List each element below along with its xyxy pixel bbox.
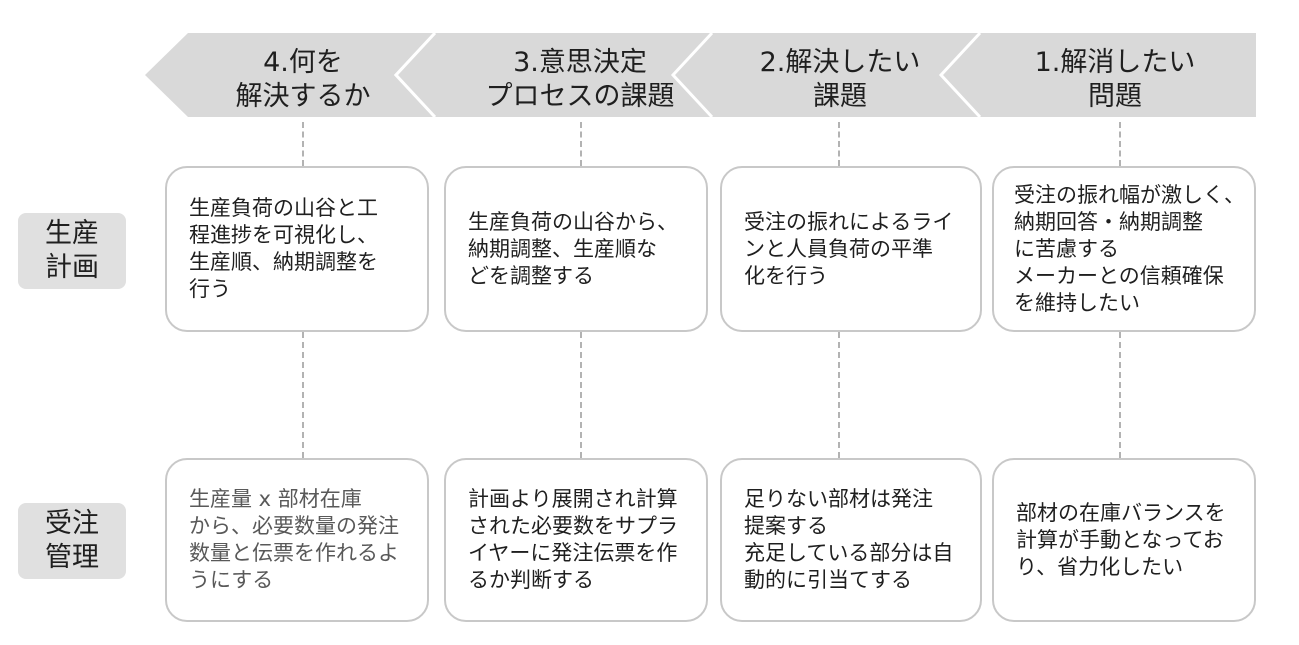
card-text: 生産量 x 部材在庫 から、必要数量の発注 数量と伝票を作れるよ うにする (189, 487, 399, 592)
arrow-segment-1 (941, 33, 1256, 117)
arrow-segment-3 (396, 33, 712, 117)
card-order-what-to-solve: 生産量 x 部材在庫 から、必要数量の発注 数量と伝票を作れるよ うにする (165, 458, 429, 622)
column-header-line: 解決するか (235, 81, 371, 112)
column-header-line: 課題 (813, 81, 867, 112)
column-header-line: 2.解決したい (759, 47, 921, 78)
row-label-order-management: 受注 管理 (18, 503, 126, 579)
card-production-issue-to-solve: 受注の振れによるライ ンと人員負荷の平準 化を行う (720, 166, 982, 332)
connector-line (580, 332, 582, 458)
column-header-line: プロセスの課題 (485, 81, 675, 112)
connector-line (1119, 332, 1121, 458)
connector-line (580, 122, 582, 166)
card-text: 足りない部材は発注 提案する 充足している部分は自 動的に引当てする (744, 487, 954, 592)
card-production-decision-issue: 生産負荷の山谷から、 納期調整、生産順な どを調整する (444, 166, 708, 332)
arrow-segment-4 (145, 33, 435, 117)
column-header-3: 3.意思決定 プロセスの課題 (440, 41, 720, 119)
column-header-line: 3.意思決定 (513, 47, 647, 78)
column-header-1: 1.解消したい 問題 (990, 41, 1240, 119)
card-text: 計画より展開され計算 された必要数をサプラ イヤーに発注伝票を作 るか判断する (468, 487, 678, 592)
connector-line (302, 122, 304, 166)
card-text: 受注の振れによるライ ンと人員負荷の平準 化を行う (744, 209, 954, 288)
card-text: 受注の振れ幅が激しく、 納期回答・納期調整 に苦慮する メーカーとの信頼確保 を… (1014, 182, 1245, 315)
column-header-line: 問題 (1088, 81, 1142, 112)
card-text: 生産負荷の山谷から、 納期調整、生産順な どを調整する (468, 209, 678, 288)
card-order-issue-to-solve: 足りない部材は発注 提案する 充足している部分は自 動的に引当てする (720, 458, 982, 622)
process-arrow-band (145, 31, 1256, 119)
card-text: 部材の在庫バランスを 計算が手動となってお り、省力化したい (1016, 500, 1226, 579)
column-header-4: 4.何を 解決するか (188, 41, 418, 119)
arrow-divider (938, 31, 982, 119)
connector-line (1119, 122, 1121, 166)
card-production-problem: 受注の振れ幅が激しく、 納期回答・納期調整 に苦慮する メーカーとの信頼確保 を… (992, 166, 1256, 332)
column-header-line: 4.何を (263, 47, 343, 78)
row-label-production-planning: 生産 計画 (18, 213, 126, 289)
arrow-divider (670, 31, 714, 119)
connector-line (838, 332, 840, 458)
column-header-line: 1.解消したい (1034, 47, 1196, 78)
arrow-divider (393, 31, 437, 119)
card-production-what-to-solve: 生産負荷の山谷と工 程進捗を可視化し、 生産順、納期調整を 行う (165, 166, 429, 332)
card-order-problem: 部材の在庫バランスを 計算が手動となってお り、省力化したい (992, 458, 1256, 622)
connector-line (838, 122, 840, 166)
connector-line (302, 332, 304, 458)
arrow-segment-2 (673, 33, 980, 117)
card-order-decision-issue: 計画より展開され計算 された必要数をサプラ イヤーに発注伝票を作 るか判断する (444, 458, 708, 622)
column-header-2: 2.解決したい 課題 (720, 41, 960, 119)
card-text: 生産負荷の山谷と工 程進捗を可視化し、 生産順、納期調整を 行う (189, 196, 378, 301)
